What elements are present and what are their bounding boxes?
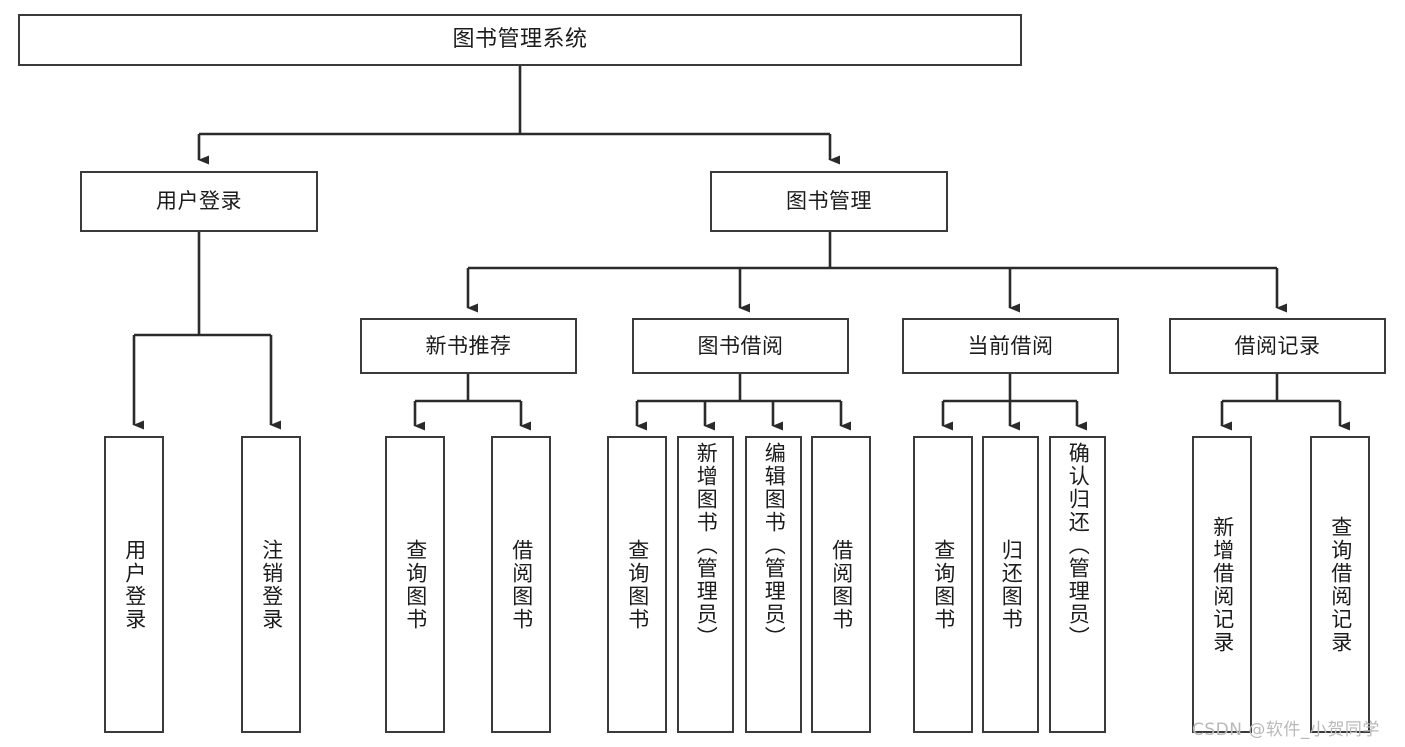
node-book-borrow[interactable]: 图书借阅 — [632, 318, 849, 374]
leaf-borrow-book-2[interactable]: 借阅图书 — [811, 436, 871, 733]
leaf-borrow-book-1-label: 借阅图书 — [509, 538, 534, 631]
leaf-borrow-book-1[interactable]: 借阅图书 — [491, 436, 551, 733]
leaf-query-record[interactable]: 查询借阅记录 — [1310, 436, 1370, 733]
node-book-management[interactable]: 图书管理 — [710, 171, 948, 232]
leaf-return-book-label: 归还图书 — [999, 538, 1024, 631]
leaf-borrow-book-2-label: 借阅图书 — [829, 538, 854, 631]
leaf-confirm-return[interactable]: 确认归还（管理员） — [1049, 436, 1106, 733]
node-current-borrow-label: 当前借阅 — [967, 333, 1054, 358]
node-user-login-label: 用户登录 — [156, 189, 242, 214]
leaf-add-book-label: 新增图书（管理员） — [694, 442, 719, 649]
leaf-confirm-return-label: 确认归还（管理员） — [1066, 442, 1091, 649]
leaf-logout-login[interactable]: 注销登录 — [241, 436, 301, 733]
node-user-login[interactable]: 用户登录 — [80, 171, 318, 232]
leaf-add-record[interactable]: 新增借阅记录 — [1192, 436, 1252, 733]
leaf-query-record-label: 查询借阅记录 — [1328, 515, 1353, 654]
node-root[interactable]: 图书管理系统 — [18, 14, 1022, 66]
node-new-book-recommend[interactable]: 新书推荐 — [360, 318, 577, 374]
leaf-query-book-1[interactable]: 查询图书 — [385, 436, 445, 733]
leaf-query-book-2-label: 查询图书 — [625, 538, 650, 631]
watermark-text: CSDN @软件_小贺同学 — [1192, 720, 1380, 740]
leaf-query-book-3-label: 查询图书 — [931, 538, 956, 631]
leaf-logout-login-label: 注销登录 — [259, 538, 284, 631]
leaf-query-book-2[interactable]: 查询图书 — [607, 436, 667, 733]
node-root-label: 图书管理系统 — [452, 27, 588, 53]
node-borrow-record[interactable]: 借阅记录 — [1169, 318, 1386, 374]
node-borrow-record-label: 借阅记录 — [1234, 333, 1321, 358]
leaf-user-login-label: 用户登录 — [122, 538, 147, 631]
leaf-query-book-3[interactable]: 查询图书 — [913, 436, 973, 733]
leaf-add-record-label: 新增借阅记录 — [1210, 515, 1235, 654]
leaf-add-book[interactable]: 新增图书（管理员） — [677, 436, 734, 733]
node-new-book-recommend-label: 新书推荐 — [425, 333, 512, 358]
node-book-management-label: 图书管理 — [786, 189, 872, 214]
node-current-borrow[interactable]: 当前借阅 — [902, 318, 1119, 374]
leaf-edit-book[interactable]: 编辑图书（管理员） — [745, 436, 802, 733]
leaf-return-book[interactable]: 归还图书 — [982, 436, 1039, 733]
leaf-edit-book-label: 编辑图书（管理员） — [762, 442, 787, 649]
leaf-user-login[interactable]: 用户登录 — [104, 436, 164, 733]
node-book-borrow-label: 图书借阅 — [697, 333, 784, 358]
leaf-query-book-1-label: 查询图书 — [403, 538, 428, 631]
